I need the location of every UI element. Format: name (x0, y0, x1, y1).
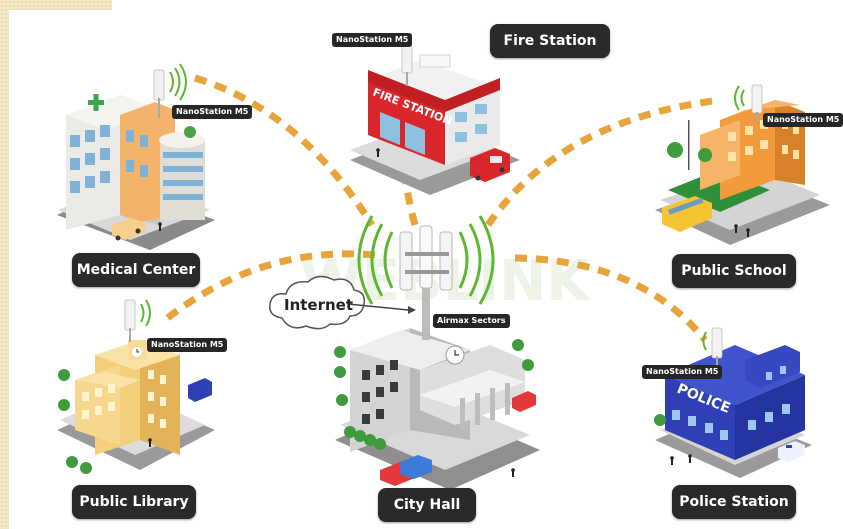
nanostation-fire-antenna (401, 44, 413, 86)
device-tag-police: NanoStation M5 (642, 365, 723, 379)
link-public-library (162, 250, 376, 323)
nanostation-police-antenna (702, 327, 723, 368)
nanostation-library-antenna (124, 299, 151, 342)
public-school-building (655, 100, 830, 245)
label-medical-center: Medical Center (72, 253, 200, 287)
device-tag-airmax: Airmax Sectors (433, 314, 510, 328)
link-medical-center (193, 74, 375, 227)
device-tag-medical: NanoStation M5 (172, 105, 253, 119)
fire-station-building: FIRE STATION (350, 54, 520, 195)
internet-cloud (269, 275, 366, 330)
decorative-frame-top (0, 0, 112, 10)
device-tag-school: NanoStation M5 (763, 113, 843, 127)
police-station-building: POLICE (654, 345, 812, 478)
medical-center-building (57, 94, 215, 250)
label-fire-station: Fire Station (490, 24, 610, 58)
internet-label: Internet (284, 296, 354, 314)
link-police-station (514, 254, 708, 343)
city-hall-building (334, 250, 540, 490)
label-public-school: Public School (672, 254, 796, 288)
airmax-sectors-antenna (357, 215, 495, 305)
decorative-frame-left (0, 0, 9, 529)
label-city-hall: City Hall (378, 488, 476, 522)
label-police-station: Police Station (672, 485, 796, 519)
link-public-school (485, 96, 721, 227)
public-library-building (57, 340, 215, 474)
nanostation-medical-antenna (153, 63, 187, 118)
device-tag-fire: NanoStation M5 (332, 33, 413, 47)
label-public-library: Public Library (72, 485, 196, 519)
nanostation-school-antenna (734, 84, 763, 124)
device-tag-library: NanoStation M5 (147, 338, 228, 352)
internet-arrow-head (408, 306, 416, 314)
internet-connector-line (347, 303, 409, 311)
